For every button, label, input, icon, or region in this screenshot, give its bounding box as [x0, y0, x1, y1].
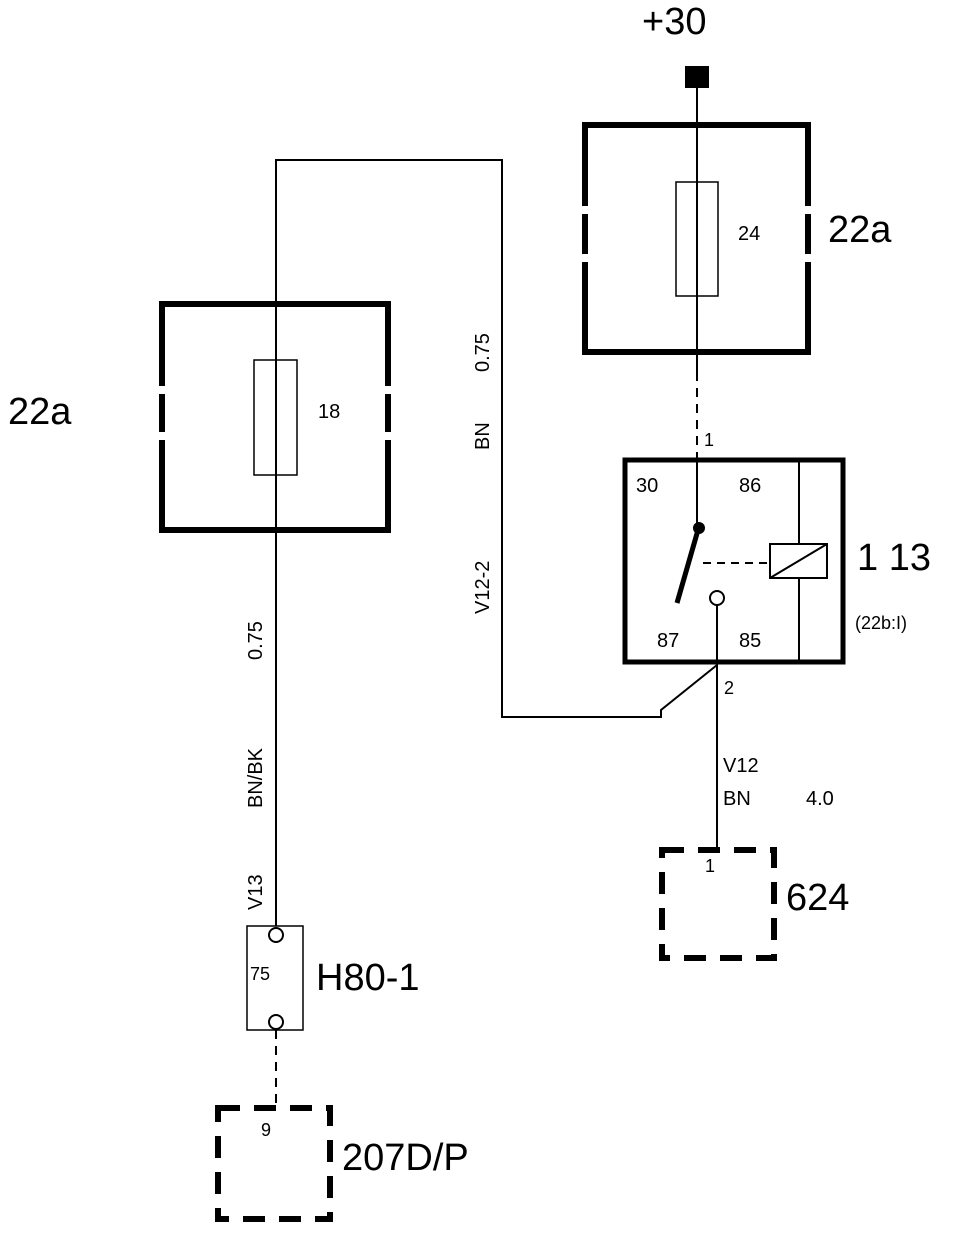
- relay: [622, 457, 846, 665]
- loop-wire-color: BN: [472, 422, 494, 450]
- h80-component: [246, 925, 304, 1031]
- loop-wire: [275, 159, 718, 932]
- loop-wire-size: 0.75: [472, 333, 494, 372]
- connector-624-id: 624: [786, 877, 849, 919]
- connector-207-pin: 9: [261, 1120, 271, 1140]
- relay-terminal-85: 85: [739, 630, 761, 652]
- connector-207-id: 207D/P: [342, 1137, 469, 1179]
- relay-terminal-30: 30: [636, 475, 658, 497]
- bottom-wire-size: 4.0: [806, 788, 834, 810]
- fuse-box-left: [157, 301, 393, 533]
- connector-207: [215, 1105, 333, 1222]
- supply-label: +30: [642, 1, 706, 43]
- h80-pin: 75: [250, 964, 270, 984]
- left-wire-code: V13: [245, 874, 267, 910]
- fuse-box-left-id: 22a: [8, 391, 72, 433]
- loop-wire-code: V12-2: [472, 561, 494, 614]
- relay-terminal-87: 87: [657, 630, 679, 652]
- left-wire-size: 0.75: [245, 621, 267, 660]
- left-wire-color: BN/BK: [245, 747, 267, 808]
- fuse-box-upper-id: 22a: [828, 209, 892, 251]
- fuse-box-upper: [580, 122, 813, 355]
- h80-id: H80-1: [316, 957, 420, 999]
- relay-id: 1 13: [857, 537, 931, 579]
- fuse-24-label: 24: [738, 223, 760, 245]
- connector-624-pin: 1: [705, 856, 715, 876]
- bottom-wire-color: BN: [723, 788, 751, 810]
- fuse-24: [675, 181, 719, 297]
- supply-terminal: [685, 66, 709, 88]
- relay-switch-arm: [674, 529, 701, 604]
- connector-624: [659, 847, 777, 961]
- fuse-18-label: 18: [318, 401, 340, 423]
- relay-pin-bottom: 2: [724, 678, 734, 698]
- bottom-wire-code: V12: [723, 755, 759, 777]
- relay-ref: (22b:I): [855, 613, 907, 633]
- relay-contact-87: [709, 590, 725, 606]
- relay-pin-top: 1: [704, 430, 714, 450]
- relay-terminal-86: 86: [739, 475, 761, 497]
